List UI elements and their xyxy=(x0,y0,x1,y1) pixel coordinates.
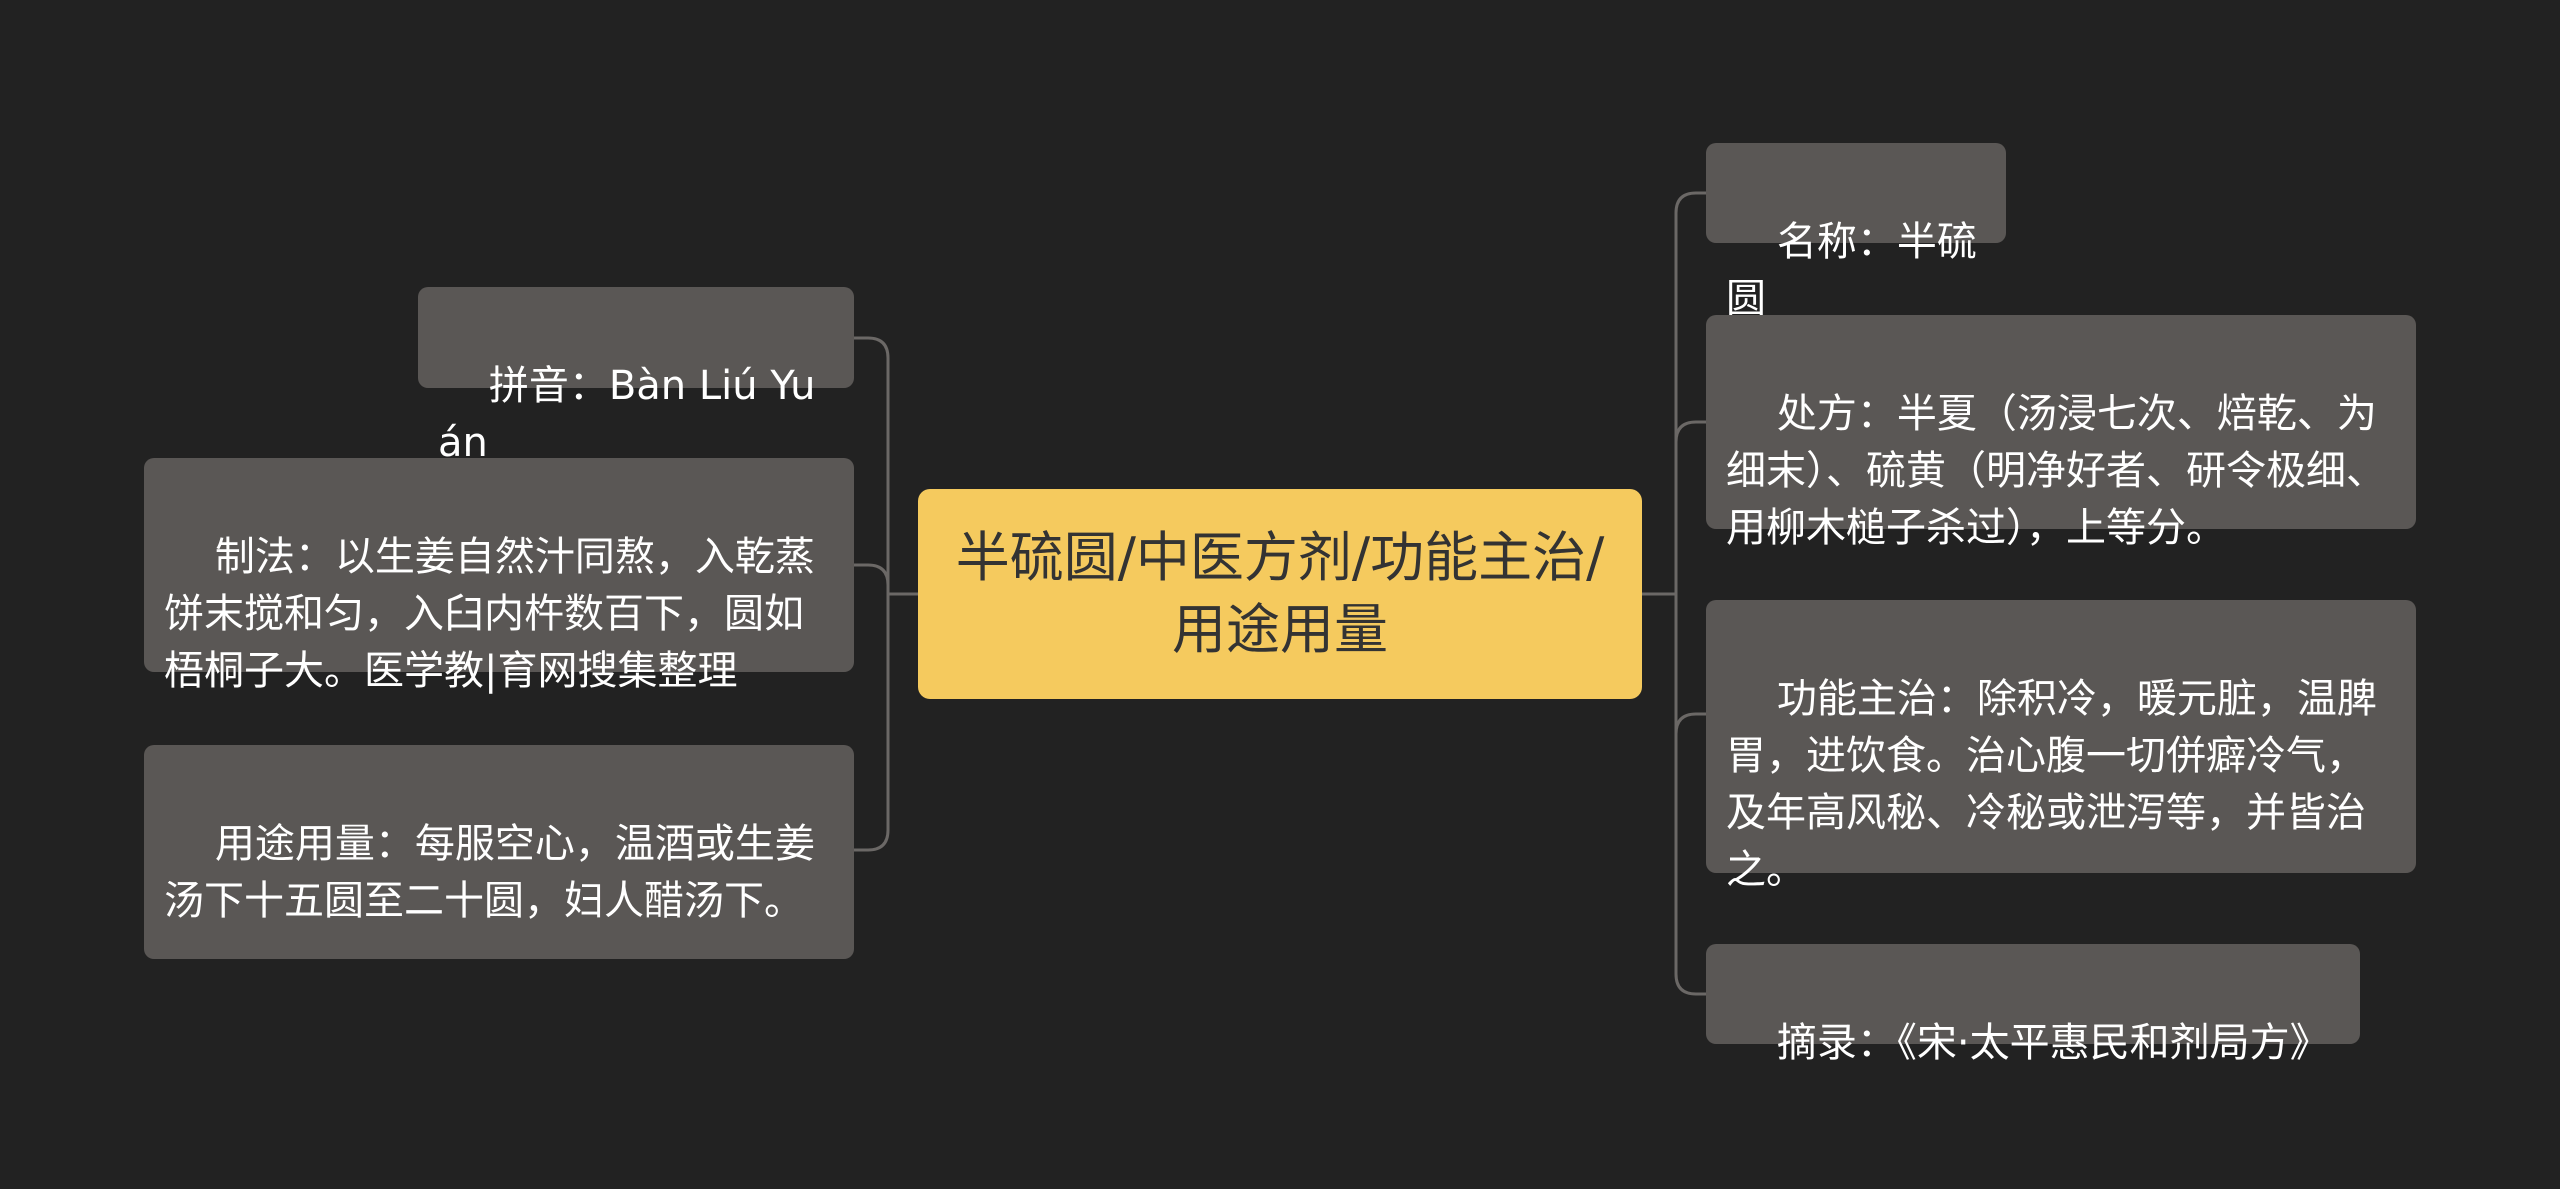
node-indications-label: 功能主治：除积冷，暖元脏，温脾胃，进饮食。治心腹一切併癖冷气，及年高风秘、冷秘或… xyxy=(1726,676,2377,893)
connector-right-indication xyxy=(1674,594,1706,735)
node-preparation-method[interactable]: 制法：以生姜自然汁同熬，入乾蒸饼末搅和匀，入臼内杵数百下，圆如梧桐子大。医学教|… xyxy=(144,458,854,694)
node-prescription-label: 处方：半夏（汤浸七次、焙乾、为细末）、硫黄（明净好者、研令极细、用柳木槌子杀过）… xyxy=(1726,391,2386,551)
node-usage-dosage[interactable]: 用途用量：每服空心，温酒或生姜汤下十五圆至二十圆，妇人醋汤下。 xyxy=(144,745,854,959)
node-name-label: 名称：半硫圆 xyxy=(1726,219,1977,322)
node-pinyin[interactable]: 拼音：Bàn Liú Yuán xyxy=(418,287,854,466)
connector-right-name xyxy=(1674,191,1706,594)
node-usage-dosage-label: 用途用量：每服空心，温酒或生姜汤下十五圆至二十圆，妇人醋汤下。 xyxy=(164,821,815,924)
node-source[interactable]: 摘录：《宋·太平惠民和剂局方》 xyxy=(1706,944,2360,1066)
node-pinyin-label: 拼音：Bàn Liú Yuán xyxy=(438,363,816,466)
node-indications[interactable]: 功能主治：除积冷，暖元脏，温脾胃，进饮食。治心腹一切併癖冷气，及年高风秘、冷秘或… xyxy=(1706,600,2416,893)
connector-right-source xyxy=(1674,594,1706,996)
node-source-label: 摘录：《宋·太平惠民和剂局方》 xyxy=(1776,1020,2330,1066)
connector-left-method xyxy=(854,563,890,594)
connector-right-prescription xyxy=(1674,420,1706,594)
node-preparation-method-label: 制法：以生姜自然汁同熬，入乾蒸饼末搅和匀，入臼内杵数百下，圆如梧桐子大。医学教|… xyxy=(164,534,815,694)
connector-left-usage xyxy=(854,594,890,852)
central-topic-label: 半硫圆/中医方剂/功能主治/用途用量 xyxy=(955,526,1605,661)
node-prescription[interactable]: 处方：半夏（汤浸七次、焙乾、为细末）、硫黄（明净好者、研令极细、用柳木槌子杀过）… xyxy=(1706,315,2416,551)
central-topic[interactable]: 半硫圆/中医方剂/功能主治/用途用量 xyxy=(918,489,1642,699)
connector-left-pinyin xyxy=(854,336,890,594)
node-name[interactable]: 名称：半硫圆 xyxy=(1706,143,2006,322)
